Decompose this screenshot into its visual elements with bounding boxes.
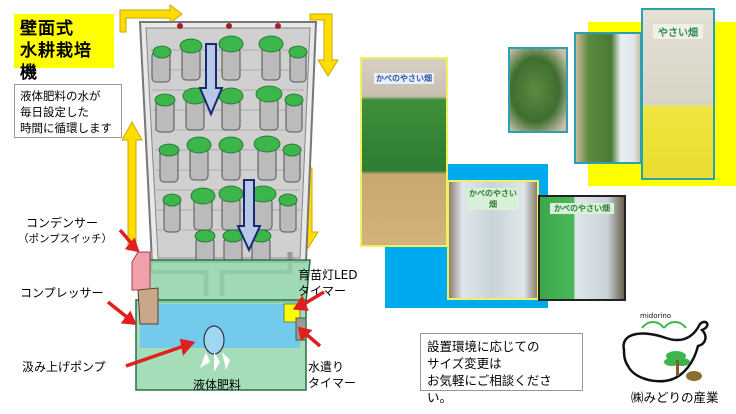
photo-cardboard-unit: かべのやさい畑: [360, 57, 448, 247]
photo-open-unit-lit: かべのやさい畑: [447, 180, 539, 300]
photo-sign: かべのやさい畑: [550, 203, 614, 214]
note-line: 液体肥料の水が: [20, 89, 101, 103]
note-line: サイズ変更は: [427, 356, 502, 371]
photo-sign: かべのやさい畑: [374, 73, 434, 84]
condenser-label: コンデンサー: [26, 216, 99, 230]
note-line: 設置環境に応じての: [427, 339, 540, 354]
photo-open-unit-decorated: かべのやさい畑: [538, 195, 626, 301]
condenser-sub-label: （ポンプスイッチ）: [18, 233, 113, 245]
hydroponic-diagram: [119, 4, 339, 391]
compressor-label: コンプレッサー: [20, 286, 104, 300]
svg-text:midorino: midorino: [640, 312, 671, 320]
note-line: 時間に循環します: [20, 121, 112, 135]
title-line-2: 水耕栽培機: [20, 41, 92, 83]
photo-open-door-plants: [574, 32, 642, 164]
photo-sign: やさい畑: [653, 24, 703, 39]
photo-yellow-cabinet: やさい畑: [641, 8, 715, 180]
size-consult-note: 設置環境に応じての サイズ変更は お気軽にご相談ください。: [420, 333, 583, 405]
pump-label: 汲み上げポンプ: [22, 360, 106, 374]
whale-logo-icon: midorino: [622, 312, 709, 383]
led-timer-label-1: 育苗灯LED: [298, 268, 358, 282]
liquid-fertilizer-label: 液体肥料: [193, 378, 242, 392]
led-timer-label-2: タイマー: [298, 284, 347, 298]
note-line: 毎日設定した: [20, 105, 89, 119]
water-flow-arrow-icon: [198, 43, 262, 253]
water-timer-label-1: 水遣り: [308, 360, 345, 374]
circulation-note: 液体肥料の水が 毎日設定した 時間に循環します: [14, 84, 122, 138]
title-box: 壁面式 水耕栽培機: [14, 14, 114, 83]
title-line-1: 壁面式: [20, 19, 74, 39]
water-timer-label-2: タイマー: [308, 376, 357, 390]
company-name: ㈱みどりの産業: [631, 390, 719, 405]
note-line: お気軽にご相談ください。: [427, 373, 552, 405]
photo-sign: かべのやさい畑: [467, 188, 519, 210]
photo-plants-interior: [508, 47, 568, 133]
